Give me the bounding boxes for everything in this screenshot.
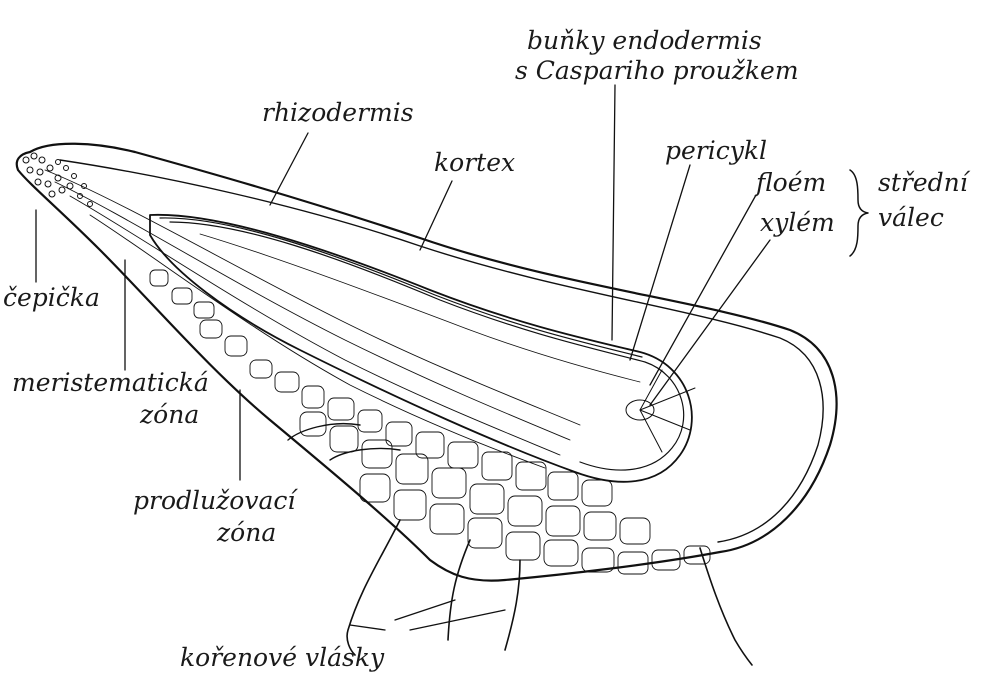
label-kortex: kortex: [434, 150, 515, 175]
root-hair-4: [700, 548, 752, 665]
label-prodluz-2: zóna: [217, 520, 276, 545]
label-xylem: xylém: [760, 210, 835, 235]
label-pericykl: pericykl: [665, 138, 767, 163]
stele-ray-2: [640, 410, 690, 430]
root-cap-cells: [23, 153, 93, 207]
label-prodluz-1: prodlužovací: [133, 488, 295, 513]
label-cepicka: čepička: [3, 285, 100, 310]
root-hair-6: [330, 448, 400, 460]
label-rhizodermis: rhizodermis: [262, 100, 414, 125]
label-bunky-endodermis-2: s Caspariho proužkem: [515, 58, 799, 83]
root-hair-3: [505, 560, 520, 650]
root-outer-outline: [17, 144, 837, 581]
label-korenove-vlasky: kořenové vlásky: [180, 645, 384, 670]
rhizodermis-inner-line: [60, 160, 823, 542]
leader-vlasky-2: [395, 600, 455, 620]
leader-rhizodermis: [270, 133, 308, 205]
leader-floem: [650, 195, 756, 385]
stele-ray-1: [640, 388, 695, 410]
label-stredni-1: střední: [878, 170, 968, 195]
label-meristem-1: meristematická: [12, 370, 209, 395]
label-bunky-endodermis-1: buňky endodermis: [527, 28, 762, 53]
leader-kortex: [420, 181, 452, 250]
root-hair-2: [448, 540, 470, 640]
leader-xylem: [650, 240, 770, 405]
root-hair-1: [347, 520, 400, 655]
leader-vlasky-1: [350, 625, 385, 630]
label-meristem-2: zóna: [140, 402, 199, 427]
label-floem: floém: [756, 170, 826, 195]
brace-stredni-valec: [850, 170, 868, 256]
leader-bunky: [612, 85, 615, 340]
label-stredni-2: válec: [878, 205, 944, 230]
central-cylinder-outline: [150, 215, 692, 482]
tissue-line-2: [55, 182, 570, 440]
leader-vlasky-3: [410, 610, 505, 630]
